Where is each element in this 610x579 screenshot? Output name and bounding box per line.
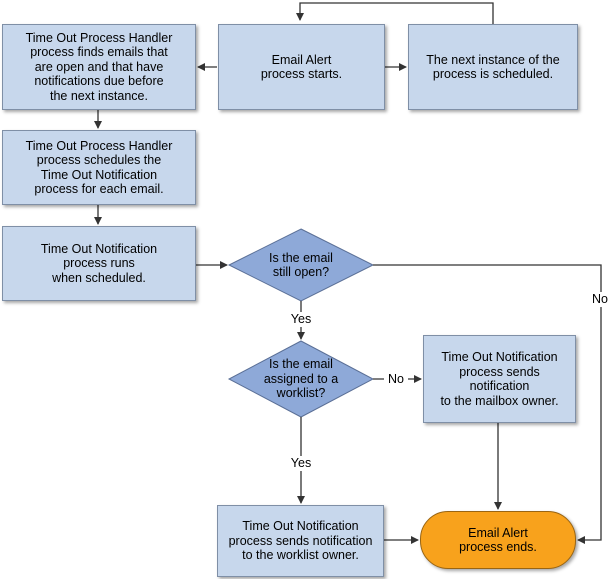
label-open-no: No — [588, 292, 610, 307]
label-open-yes: Yes — [285, 312, 317, 327]
label-worklist-no: No — [384, 372, 408, 387]
node-notify-mailbox-owner: Time Out Notification process sends noti… — [423, 335, 576, 423]
decision-assigned-worklist-text: Is the email assigned to a worklist? — [263, 357, 339, 401]
connector-loop-back — [296, 2, 494, 25]
node-notify-worklist-owner: Time Out Notification process sends noti… — [217, 505, 384, 577]
decision-still-open-text: Is the email still open? — [269, 250, 333, 280]
node-notification-runs: Time Out Notification process runs when … — [2, 226, 196, 301]
node-handler-finds-emails: Time Out Process Handler process finds e… — [2, 24, 196, 110]
node-email-alert-starts: Email Alert process starts. — [218, 24, 385, 110]
node-next-instance-scheduled: The next instance of the process is sche… — [408, 24, 578, 110]
node-handler-schedules: Time Out Process Handler process schedul… — [2, 130, 196, 205]
connector-open-no — [373, 264, 602, 544]
label-worklist-yes: Yes — [285, 456, 317, 471]
node-process-ends: Email Alert process ends. — [420, 511, 576, 569]
